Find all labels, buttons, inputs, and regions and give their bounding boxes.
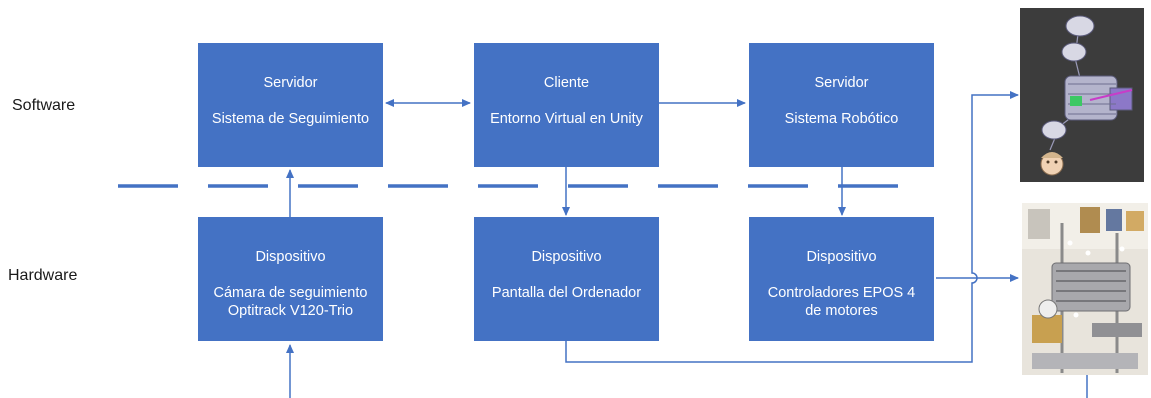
epos-controllers-box: Dispositivo Controladores EPOS 4 de moto…: [749, 217, 934, 341]
unity-client-box: Cliente Entorno Virtual en Unity: [474, 43, 659, 167]
robot-server-title: Servidor: [814, 75, 869, 91]
tracking-server-title: Servidor: [263, 75, 318, 91]
tracking-server-box: Servidor Sistema de Seguimiento: [198, 43, 383, 167]
robot-photo: [1022, 203, 1148, 375]
tracking-camera-subtitle: Cámara de seguimiento Optitrack V120-Tri…: [213, 285, 368, 319]
computer-screen-subtitle: Pantalla del Ordenador: [491, 285, 642, 301]
robot-server-subtitle: Sistema Robótico: [784, 111, 899, 127]
epos-controllers-title: Dispositivo: [806, 249, 877, 265]
computer-screen-title: Dispositivo: [531, 249, 602, 265]
epos-controllers-subtitle: Controladores EPOS 4 de motores: [767, 285, 916, 319]
unity-client-subtitle: Entorno Virtual en Unity: [490, 111, 643, 127]
software-label: Software: [12, 97, 76, 114]
unity-client-title: Cliente: [543, 75, 590, 91]
robot-model-render: [1020, 8, 1144, 182]
computer-screen-box: Dispositivo Pantalla del Ordenador: [474, 217, 659, 341]
tracking-camera-box: Dispositivo Cámara de seguimiento Optitr…: [198, 217, 383, 341]
robot-server-box: Servidor Sistema Robótico: [749, 43, 934, 167]
arrow-screen-model: [565, 91, 1019, 363]
tracking-camera-title: Dispositivo: [255, 249, 326, 265]
hardware-label: Hardware: [8, 267, 78, 284]
tracking-server-subtitle: Sistema de Seguimiento: [211, 111, 370, 127]
